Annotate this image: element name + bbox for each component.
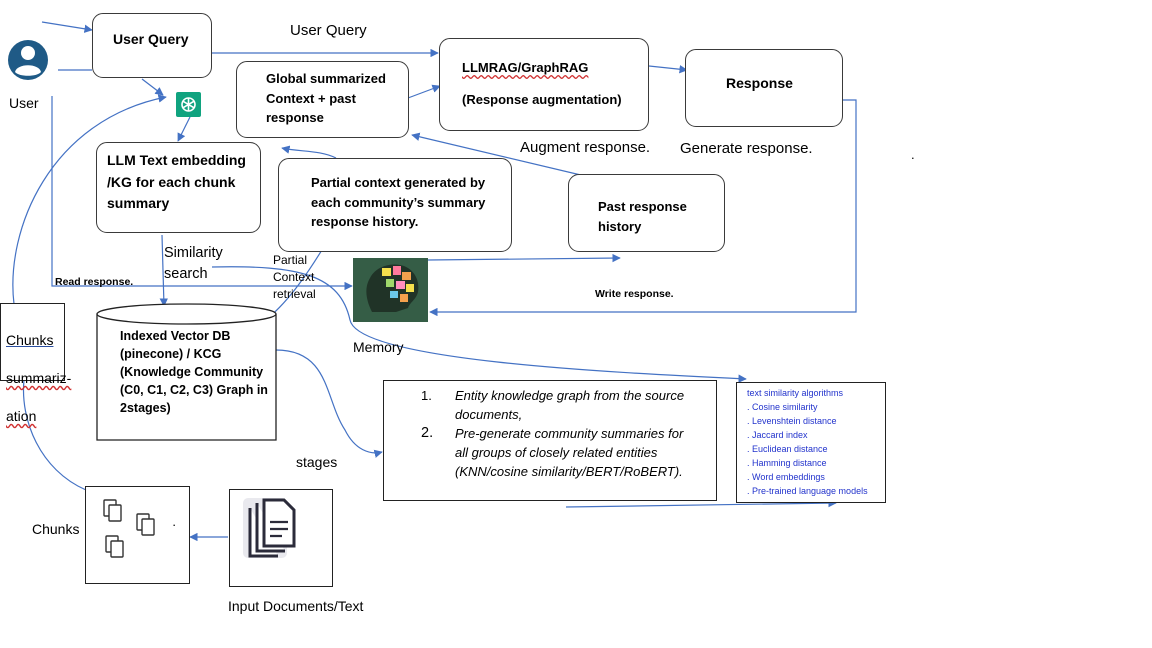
llmrag-title-text: LLMRAG/GraphRAG bbox=[462, 60, 589, 75]
stages-item-2: 2. Pre-generate community summaries for … bbox=[421, 424, 684, 481]
similarity-algorithms-box bbox=[736, 382, 886, 503]
algorithm-item: . Cosine similarity bbox=[747, 402, 818, 412]
arrow-db-to-stages bbox=[275, 349, 383, 458]
arrow-memory-to-past bbox=[427, 253, 621, 263]
read-response-label: Read response. bbox=[55, 276, 134, 288]
user-query-box bbox=[92, 13, 212, 78]
arrow-query-to-openai bbox=[141, 78, 164, 96]
generate-response-label: Generate response. bbox=[680, 140, 813, 157]
arrow-global-to-llmrag bbox=[407, 84, 441, 99]
write-response-label: Write response. bbox=[595, 288, 674, 300]
arrow-openai-to-embedding bbox=[177, 116, 191, 142]
past-response-text: Past response history bbox=[598, 199, 687, 234]
arrow-chunks-to-summarization bbox=[22, 379, 87, 491]
openai-logo-icon bbox=[176, 92, 201, 117]
global-context-box bbox=[236, 61, 409, 138]
algorithm-item: . Levenshtein distance bbox=[747, 416, 837, 426]
partial-context-retrieval-label: Partial Context retrieval bbox=[273, 253, 316, 301]
arrow-algorithms-return bbox=[565, 498, 837, 508]
similarity-search-label: Similarity search bbox=[164, 245, 223, 282]
partial-context-text: Partial context generated by each commun… bbox=[311, 175, 486, 229]
vector-db-text: Indexed Vector DB (pinecone) / KCG (Know… bbox=[120, 329, 268, 415]
algorithm-item: . Hamming distance bbox=[747, 458, 827, 468]
input-documents-image-box bbox=[229, 489, 333, 587]
chunks-dot: · bbox=[172, 517, 177, 532]
user-label: User bbox=[9, 95, 39, 111]
user-avatar-icon bbox=[8, 40, 48, 80]
partial-context-box bbox=[278, 158, 512, 252]
augment-response-label: Augment response. bbox=[520, 139, 651, 156]
memory-label: Memory bbox=[353, 339, 404, 355]
stages-item-2-text: Pre-generate community summaries for all… bbox=[455, 426, 684, 479]
arrow-into-user-query bbox=[41, 21, 93, 33]
response-box bbox=[685, 49, 843, 127]
arrow-summarization-to-openai bbox=[12, 94, 167, 305]
stray-dot-label: . bbox=[911, 147, 915, 162]
llmrag-box bbox=[439, 38, 649, 131]
arrow-embedding-to-db bbox=[159, 234, 168, 307]
past-response-box bbox=[568, 174, 725, 252]
stages-box bbox=[383, 380, 717, 501]
arrow-similarity-to-algorithms bbox=[211, 266, 747, 383]
chunks-image-box bbox=[85, 486, 190, 584]
algorithm-item: . Word embeddings bbox=[747, 472, 825, 482]
vector-db-cylinder bbox=[96, 303, 277, 441]
algorithm-item: . Euclidean distance bbox=[747, 444, 828, 454]
user-query-title: User Query bbox=[113, 31, 189, 47]
document-stack-icon bbox=[243, 498, 296, 558]
stages-item-2-num: 2. bbox=[421, 425, 434, 441]
arrow-write-response bbox=[429, 99, 857, 317]
stages-label: stages bbox=[296, 454, 338, 470]
brain-memory-icon bbox=[353, 258, 428, 322]
chunks-summarization-text: Chunks summariz- ation bbox=[6, 312, 71, 445]
arrow-partial-to-global bbox=[281, 145, 337, 159]
similarity-algorithms-title: text similarity algorithms bbox=[747, 388, 844, 398]
stages-item-1: 1. Entity knowledge graph from the sourc… bbox=[421, 386, 684, 424]
algorithm-item: . Pre-trained language models bbox=[747, 486, 868, 496]
chunks-summarization-line3: ation bbox=[6, 408, 37, 424]
document-chunks-icon bbox=[103, 499, 155, 558]
arrow-read-response bbox=[51, 96, 353, 291]
arrow-llmrag-to-response bbox=[648, 65, 688, 74]
chunks-label: Chunks bbox=[32, 521, 80, 537]
chunks-summarization-box bbox=[0, 303, 65, 381]
llm-embedding-box bbox=[96, 142, 261, 233]
chunks-summarization-line1: Chunks bbox=[6, 332, 54, 348]
user-query-arrow-label: User Query bbox=[290, 22, 367, 39]
global-context-text: Global summarized Context + past respons… bbox=[266, 71, 386, 125]
stages-list: 1. Entity knowledge graph from the sourc… bbox=[421, 386, 684, 481]
algorithm-item: . Jaccard index bbox=[747, 430, 808, 440]
chunks-summarization-line2: summariz- bbox=[6, 370, 72, 386]
stages-item-1-num: 1. bbox=[421, 388, 432, 403]
llmrag-subtitle: (Response augmentation) bbox=[462, 92, 622, 107]
llm-embedding-text: LLM Text embedding /KG for each chunk su… bbox=[107, 152, 246, 211]
input-documents-label: Input Documents/Text bbox=[228, 598, 364, 614]
response-title: Response bbox=[726, 75, 793, 91]
stages-item-1-text: Entity knowledge graph from the source d… bbox=[455, 388, 685, 422]
llmrag-title: LLMRAG/GraphRAG bbox=[462, 58, 588, 78]
arrow-past-to-global bbox=[411, 132, 586, 177]
similarity-algorithms-list: text similarity algorithms . Cosine simi… bbox=[747, 386, 868, 498]
